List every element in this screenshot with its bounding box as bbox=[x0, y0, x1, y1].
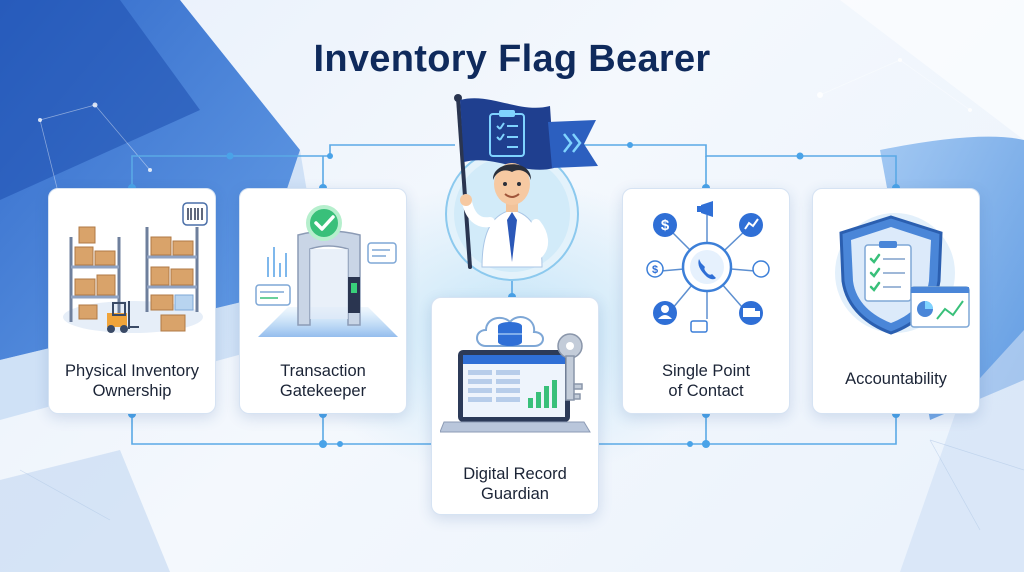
phone-hub-icon: $ $ bbox=[646, 201, 770, 333]
flag-bearer-figure bbox=[445, 94, 598, 281]
forklift-icon bbox=[107, 301, 139, 333]
page-title: Inventory Flag Bearer bbox=[313, 38, 711, 80]
role-label-accountability: Accountability bbox=[845, 370, 947, 388]
clipboard-flag-icon bbox=[489, 110, 525, 157]
svg-text:$: $ bbox=[652, 264, 658, 276]
laptop-cloud-key-icon bbox=[440, 316, 591, 433]
barcode-scan-icon bbox=[182, 202, 208, 226]
svg-text:$: $ bbox=[661, 217, 670, 234]
warehouse-shelves-icon bbox=[63, 202, 208, 333]
gate-checkmark-icon bbox=[255, 205, 398, 337]
role-card-accountability: Accountability bbox=[812, 188, 980, 414]
shield-checklist-icon bbox=[835, 213, 970, 335]
megaphone-icon bbox=[697, 201, 713, 217]
